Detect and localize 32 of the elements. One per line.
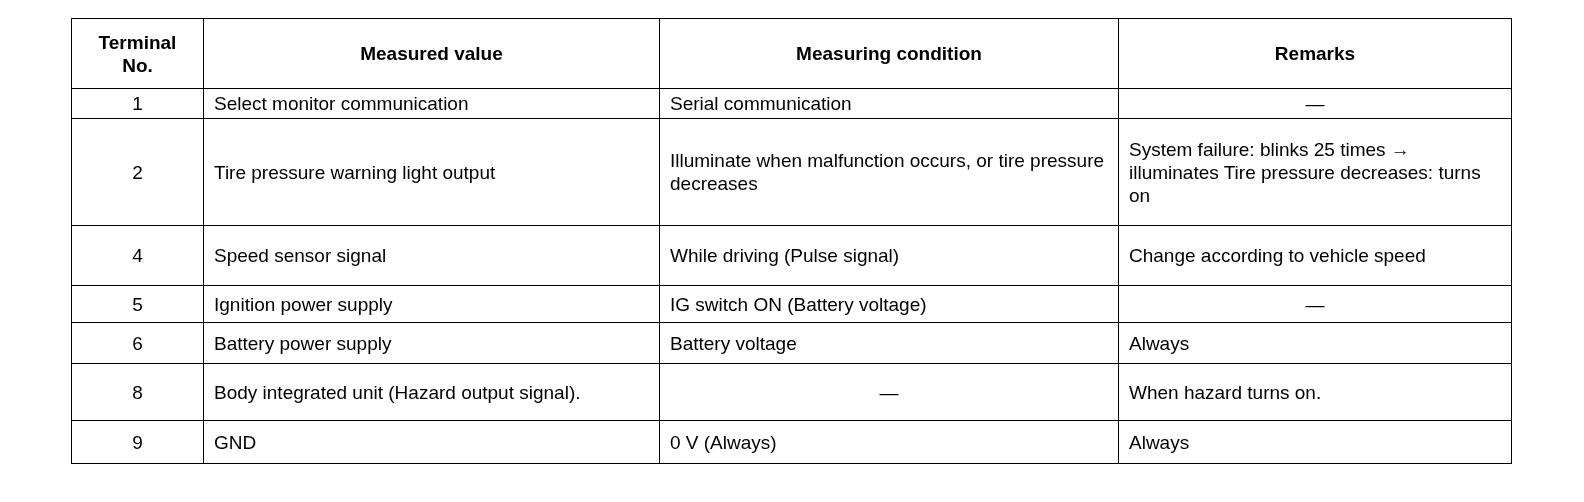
measuring-condition: IG switch ON (Battery voltage) [659,285,1119,323]
terminal-number: 8 [71,363,204,421]
measuring-condition: 0 V (Always) [659,420,1119,464]
measured-value: Speed sensor signal [203,225,660,286]
measured-value: Body integrated unit (Hazard output signal). [203,363,660,421]
measured-value: GND [203,420,660,464]
measured-value: Ignition power supply [203,285,660,323]
measured-value: Tire pressure warning light output [203,118,660,226]
measured-value: Battery power supply [203,322,660,364]
measuring-condition: Serial communication [659,88,1119,119]
column-header: Terminal No. [71,18,204,89]
remarks: Always [1118,420,1512,464]
remarks: When hazard turns on. [1118,363,1512,421]
terminal-number: 9 [71,420,204,464]
remarks: System failure: blinks 25 times → illuminates Tire pressure decreases: turns on [1118,118,1512,226]
column-header: Remarks [1118,18,1512,89]
remarks: Change according to vehicle speed [1118,225,1512,286]
column-header: Measuring condition [659,18,1119,89]
remarks: Always [1118,322,1512,364]
remarks: — [1118,88,1512,119]
measuring-condition: Illuminate when malfunction occurs, or tire pressure decreases [659,118,1119,226]
measuring-condition: Battery voltage [659,322,1119,364]
measured-value: Select monitor communication [203,88,660,119]
measuring-condition: While driving (Pulse signal) [659,225,1119,286]
terminal-number: 4 [71,225,204,286]
measuring-condition: — [659,363,1119,421]
terminal-number: 1 [71,88,204,119]
remarks: — [1118,285,1512,323]
terminal-number: 6 [71,322,204,364]
column-header: Measured value [203,18,660,89]
terminal-number: 2 [71,118,204,226]
terminal-number: 5 [71,285,204,323]
